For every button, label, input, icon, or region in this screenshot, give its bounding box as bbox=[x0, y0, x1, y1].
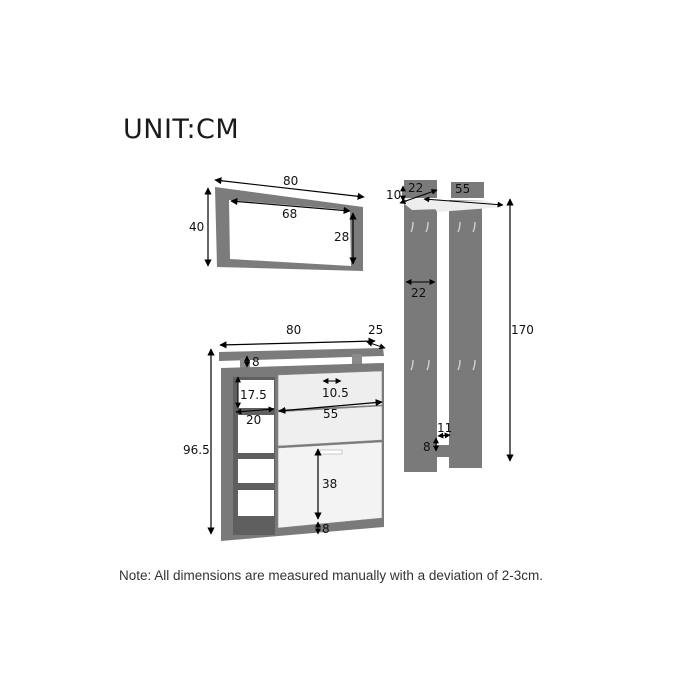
door-height-label: 38 bbox=[322, 477, 337, 491]
panel-width-label: 22 bbox=[411, 286, 426, 300]
base-height-label: 8 bbox=[322, 522, 330, 536]
handle-width-label: 10.5 bbox=[322, 386, 349, 400]
compartment-width-label: 20 bbox=[246, 413, 261, 427]
mirror-height-label: 40 bbox=[189, 220, 204, 234]
top-gap-label: 8 bbox=[252, 355, 260, 369]
mirror-width-arrow bbox=[214, 177, 365, 200]
unit-title: UNIT:CM bbox=[123, 114, 240, 145]
drawer-width-label: 55 bbox=[323, 407, 338, 421]
mirror-width-label: 80 bbox=[283, 174, 298, 188]
coat-rack-panel-left bbox=[404, 200, 437, 472]
mirror-glass bbox=[229, 200, 351, 266]
coat-rack-height-label: 170 bbox=[511, 323, 534, 337]
gap-width-label: 11 bbox=[437, 421, 452, 435]
mirror-inner-width-label: 68 bbox=[282, 207, 297, 221]
shoe-cabinet: 80 25 8 96.5 17.5 20 10.5 55 38 8 bbox=[183, 323, 386, 541]
cabinet-depth-label: 25 bbox=[368, 323, 383, 337]
compartment-height-label: 17.5 bbox=[240, 388, 267, 402]
hook-icon bbox=[410, 221, 476, 371]
coat-rack-connector bbox=[437, 445, 449, 457]
gap-height-label: 8 bbox=[423, 440, 431, 454]
shelf-depth-label: 22 bbox=[408, 181, 423, 195]
coat-rack: 10 22 55 22 170 11 8 bbox=[386, 180, 534, 472]
measurement-note: Note: All dimensions are measured manual… bbox=[119, 568, 543, 583]
shelf-height-label: 10 bbox=[386, 188, 401, 202]
coat-rack-panel-right bbox=[449, 200, 482, 468]
shelf-width-label: 55 bbox=[455, 182, 470, 196]
door-handle bbox=[319, 449, 343, 455]
mirror-inner-width-arrow bbox=[230, 197, 351, 215]
cabinet-top-shelf bbox=[219, 348, 384, 361]
cabinet-width-label: 80 bbox=[286, 323, 301, 337]
mirror: 80 40 68 28 bbox=[189, 174, 365, 271]
cabinet-height-label: 96.5 bbox=[183, 443, 210, 457]
cabinet-door bbox=[277, 441, 383, 529]
mirror-inner-height-label: 28 bbox=[334, 230, 349, 244]
